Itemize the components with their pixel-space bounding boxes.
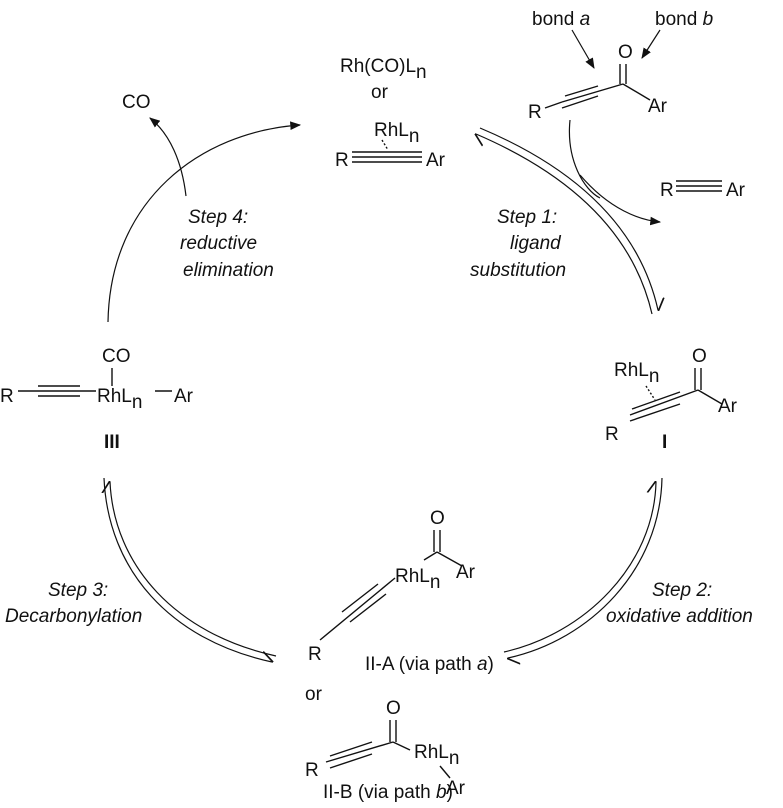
intermediate-iia-rhln: RhLn xyxy=(395,566,440,593)
intermediate-iii-label: III xyxy=(104,432,120,453)
step-1-label: Step 1: ligand substitution xyxy=(470,207,566,281)
co-release-arrow xyxy=(149,117,187,197)
step-2-reverse-arrow xyxy=(503,482,656,653)
product-ar-label: Ar xyxy=(726,180,746,201)
catalyst-or-label: or xyxy=(371,82,389,103)
step-1-forward-arrow xyxy=(479,127,658,310)
bond-a-label: bond a xyxy=(532,9,590,30)
intermediate-iia-ar: Ar xyxy=(456,562,476,583)
intermediate-iib-o: O xyxy=(386,698,401,719)
intermediate-iii-ar: Ar xyxy=(174,386,194,407)
intermediate-iii-r: R xyxy=(0,386,14,407)
intermediate-iia-r: R xyxy=(308,644,322,665)
substrate-ar-label: Ar xyxy=(648,96,668,117)
step-4-line2: elimination xyxy=(183,260,274,281)
step-2-line1: oxidative addition xyxy=(606,606,753,627)
substrate-in-arrow xyxy=(568,119,601,199)
intermediate-iia-o: O xyxy=(430,508,445,529)
or-between-label: or xyxy=(305,684,323,705)
catalyst-ar-label: Ar xyxy=(426,150,446,171)
substrate-ynone: bond a bond b O Ar R xyxy=(528,9,713,123)
product-r-label: R xyxy=(660,180,674,201)
intermediate-i-o: O xyxy=(692,346,707,367)
step-2-label: Step 2: oxidative addition xyxy=(606,580,753,627)
intermediate-II-A: O Ar RhLn R II-A (via path a) xyxy=(308,508,494,675)
intermediate-i-rhln: RhLn xyxy=(614,360,659,387)
step-4-title: Step 4: xyxy=(188,207,248,228)
intermediate-iib-r: R xyxy=(305,760,319,781)
substrate-o-label: O xyxy=(618,42,633,63)
step-1-line2: substitution xyxy=(470,260,566,281)
catalyst-rhln-label: RhLn xyxy=(374,120,419,147)
intermediate-iib-label: II-B (via path b) xyxy=(323,782,453,803)
intermediate-II-B: O RhLn Ar R II-B (via path b) xyxy=(305,698,466,803)
product-out-arrow xyxy=(579,174,662,226)
step-3-forward-arrow xyxy=(103,477,272,662)
intermediate-iii-co: CO xyxy=(102,346,131,367)
step-3-reverse-arrow xyxy=(110,482,277,657)
step-2-title: Step 2: xyxy=(652,580,712,601)
intermediate-iib-ar: Ar xyxy=(446,778,466,799)
step-3-line1: Decarbonylation xyxy=(5,606,142,627)
catalyst-rhco-label: Rh(CO)Ln xyxy=(340,56,427,83)
step-1-title: Step 1: xyxy=(497,207,557,228)
step-4-label: Step 4: reductive elimination xyxy=(180,207,274,281)
co-released-label: CO xyxy=(122,92,151,113)
intermediate-i-label: I xyxy=(662,432,667,453)
substrate-r-label: R xyxy=(528,102,542,123)
alkyne-product: R Ar xyxy=(660,180,746,201)
step-3-title: Step 3: xyxy=(48,580,108,601)
step-4-arrow xyxy=(107,121,302,323)
intermediate-i-r: R xyxy=(605,424,619,445)
step-1-reverse-arrow xyxy=(476,134,653,315)
intermediate-I: RhLn O Ar R I xyxy=(605,346,738,453)
intermediate-iia-label: II-A (via path a) xyxy=(365,654,494,675)
catalyst-r-label: R xyxy=(335,150,349,171)
intermediate-iib-rhln: RhLn xyxy=(414,742,459,769)
catalyst-species: Rh(CO)Ln or RhLn R Ar xyxy=(335,56,446,171)
step-1-line1: ligand xyxy=(510,233,562,254)
step-4-line1: reductive xyxy=(180,233,257,254)
bond-b-label: bond b xyxy=(655,9,713,30)
step-2-forward-arrow xyxy=(508,477,663,658)
step-3-label: Step 3: Decarbonylation xyxy=(5,580,142,627)
intermediate-iii-rhln: RhLn xyxy=(97,386,142,413)
intermediate-III: CO R RhLn Ar III xyxy=(0,346,194,453)
intermediate-i-ar: Ar xyxy=(718,396,738,417)
